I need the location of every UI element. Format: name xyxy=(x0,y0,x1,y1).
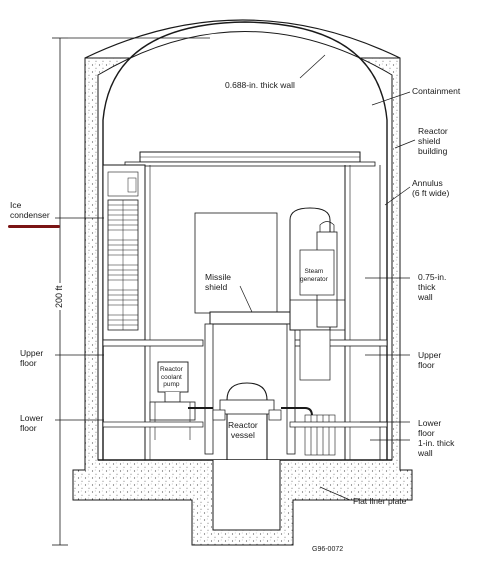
wall-thickness-label: 0.688-in. thick wall xyxy=(225,80,295,90)
lower-floor-right-label: Lower floor xyxy=(418,418,442,438)
flat-liner-label: Flat liner plate xyxy=(353,496,407,506)
ice-condenser-label: Ice condenser xyxy=(10,200,50,220)
containment-label: Containment xyxy=(412,86,461,96)
reactor-vessel-label: Reactor vessel xyxy=(228,420,258,440)
lower-floor-right xyxy=(289,421,388,428)
lower-floor-left-label: Lower floor xyxy=(20,413,44,433)
coolant-pump-label: Reactor coolant pump xyxy=(160,366,183,388)
shield-building-label: Reactor shield building xyxy=(418,126,448,156)
upper-floor-right-label: Upper floor xyxy=(418,350,442,370)
containment-dome xyxy=(102,21,388,460)
reactor-coolant-pump xyxy=(149,361,196,440)
thick-1in-label: 1-in. thick wall xyxy=(418,438,455,458)
ice-condenser xyxy=(102,164,146,341)
shield-dome xyxy=(84,19,401,59)
steam-generator xyxy=(289,207,345,381)
annulus-label: Annulus (6 ft wide) xyxy=(412,178,450,198)
missile-shield xyxy=(209,311,291,325)
upper-floor-left-label: Upper floor xyxy=(20,348,44,368)
missile-shield-label: Missile shield xyxy=(205,272,231,292)
steam-generator-label: Steam generator xyxy=(300,268,328,283)
height-label: 200 ft xyxy=(54,283,64,310)
upper-floor-left xyxy=(102,339,204,347)
lower-floor-left xyxy=(102,421,204,428)
thick-075-label: 0.75-in. thick wall xyxy=(418,272,447,302)
figure-code: G96-0072 xyxy=(312,546,344,553)
ice-condenser-highlight xyxy=(8,225,60,228)
